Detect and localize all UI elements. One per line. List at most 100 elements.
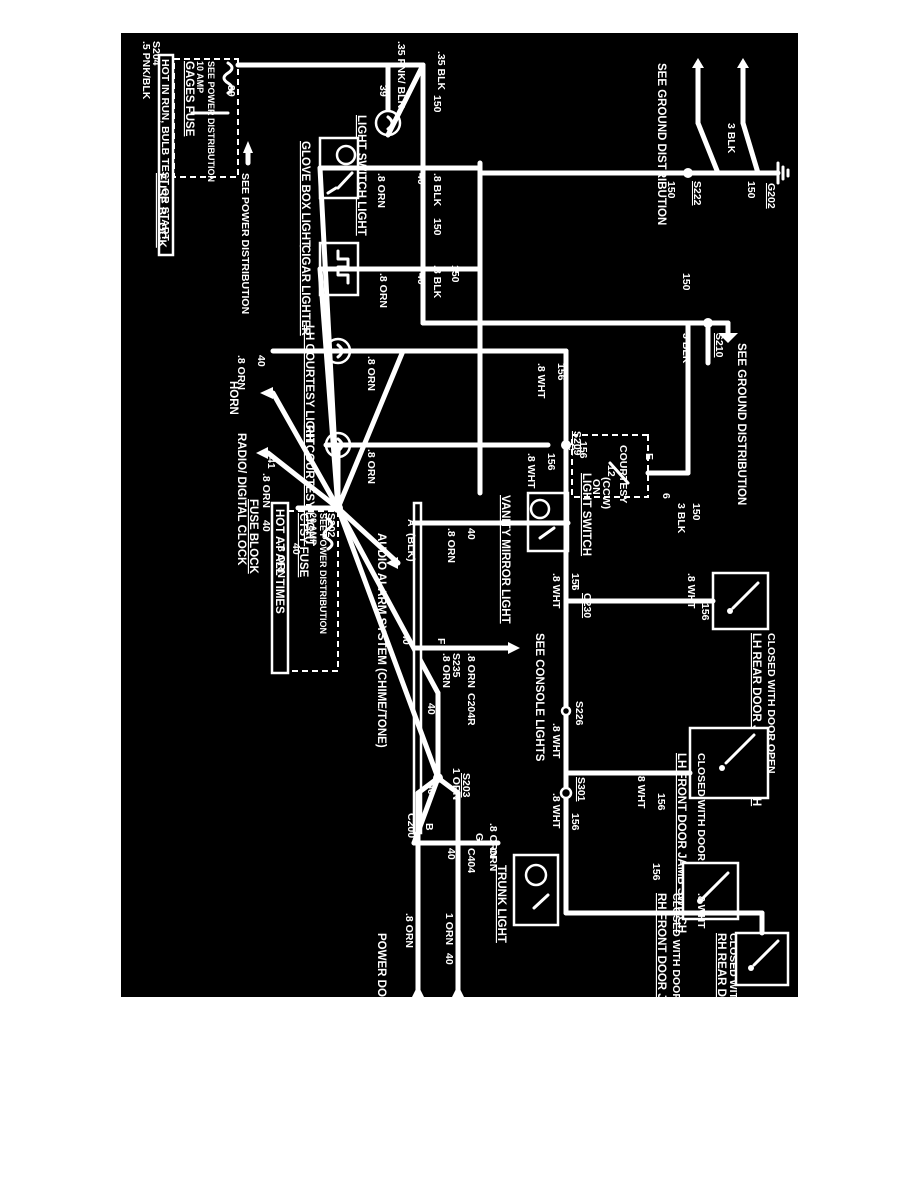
svg-text:A: A [405,519,417,527]
svg-text:T: T [569,583,581,590]
svg-text:C204: C204 [465,693,477,718]
svg-text:.8 ORN: .8 ORN [365,356,377,391]
cigar-lighter: CIGAR LIGHTER .8 ORN 40 [299,241,483,336]
svg-text:SEE POWER DISTRIBUTION: SEE POWER DISTRIBUTION [318,513,328,634]
svg-text:.8 WHT: .8 WHT [535,363,547,399]
svg-text:RH FRONT DOOR JAMB SWITCH: RH FRONT DOOR JAMB SWITCH [655,893,667,997]
svg-text:LIGHT SWITCH: LIGHT SWITCH [580,473,592,556]
svg-text:150: 150 [431,95,443,113]
console-lights-destination: F S235 .8 ORN SEE CONSOLE LIGHTS 40 [400,633,545,762]
svg-text:156: 156 [577,441,589,459]
splice-s222: S222 150 150 [477,168,766,206]
svg-text:.35 PNK/ BLK: .35 PNK/ BLK [395,41,407,109]
svg-text:156: 156 [650,863,662,881]
fuse-symbol-ctsy [322,517,334,551]
audio-alarm-destination: AUDIO ALARM SYSTEM (CHIME/TONE) .8 ORN 4… [275,533,398,748]
svg-text:F: F [435,638,447,645]
ground-g202: G202 3 BLK SEE GROUND DISTRIBUTION [655,58,790,225]
radio-clock-destination: RADIO/ DIGITAL CLOCK 41 [235,433,277,566]
horn-destination: HORN [227,381,273,415]
svg-text:SEE POWER DISTRIBUTION: SEE POWER DISTRIBUTION [239,173,251,314]
svg-text:CTSY FUSE: CTSY FUSE [297,513,309,578]
svg-text:6: 6 [660,493,672,499]
svg-text:.8 ORN: .8 ORN [403,913,415,948]
svg-text:TRUNK LIGHT: TRUNK LIGHT [495,865,507,943]
svg-text:G202: G202 [765,183,777,209]
svg-text:G: G [473,833,485,841]
svg-text:.8 WHT: .8 WHT [685,573,697,609]
svg-text:150: 150 [680,273,692,291]
svg-text:150: 150 [431,218,443,236]
svg-text:B: B [423,823,435,831]
rh-front-door-jamb-switch: RH FRONT DOOR JAMB SWITCH CLOSED WITH DO… [650,861,740,997]
svg-text:R: R [465,718,477,726]
rh-rear-door-jamb-switch: RH REAR DOOR JAMB SWITCH CLOSED WITH DOO… [675,893,790,997]
svg-text:CIGAR LIGHTER: CIGAR LIGHTER [299,245,311,336]
gages-fuse-block: GAGES FUSE 10 AMP SEE POWER DISTRIBUTION… [155,58,239,248]
svg-text:156: 156 [569,813,581,831]
svg-text:RH REAR DOOR JAMB SWITCH: RH REAR DOOR JAMB SWITCH [715,933,727,997]
svg-text:C200: C200 [405,813,417,838]
glove-box-light: GLOVE BOX LIGHT .8 ORN 40 [299,136,483,247]
svg-text:POWER DOOR LOCKS: POWER DOOR LOCKS [375,933,387,997]
svg-text:(BLK): (BLK) [405,533,417,562]
svg-text:CLOSED WITH DOOR OPEN: CLOSED WITH DOOR OPEN [670,893,682,997]
svg-text:.8 ORN: .8 ORN [440,653,452,688]
ground-bus-150: .35 BLK 150 .8 BLK 150 .8 BLK 150 [385,51,483,496]
svg-text:150: 150 [665,181,677,199]
svg-text:.8 WHT: .8 WHT [635,773,647,809]
splice-s203: S203 G [411,773,485,996]
svg-text:S226: S226 [573,701,585,726]
svg-text:40: 40 [260,520,272,532]
svg-text:.8 ORN: .8 ORN [377,273,389,308]
svg-text:150: 150 [745,181,757,199]
svg-text:10 AMP: 10 AMP [195,61,205,93]
svg-text:.8 ORN: .8 ORN [487,823,499,858]
splice-s202: S202 40 .8 ORN [260,165,441,696]
svg-text:.8 ORN: .8 ORN [445,528,457,563]
svg-text:.8 ORN: .8 ORN [275,543,287,578]
svg-text:40: 40 [443,953,455,965]
svg-text:3 BLK: 3 BLK [675,503,687,534]
svg-text:150: 150 [690,503,702,521]
svg-text:C230: C230 [581,593,593,618]
svg-text:40: 40 [415,173,427,185]
trunk-light: TRUNK LIGHT C404 40 .8 ORN ORN [411,823,560,943]
svg-text:FUSE BLOCK: FUSE BLOCK [247,499,259,574]
svg-text:3 BLK: 3 BLK [725,123,737,154]
svg-text:(CCW): (CCW) [600,477,612,509]
vanity-mirror-light: VANITY MIRROR LIGHT 40 .8 ORN [411,491,571,624]
svg-text:CLOSED WITH DOOR OPEN: CLOSED WITH DOOR OPEN [695,753,707,894]
svg-text:.35 BLK: .35 BLK [435,51,447,91]
lh-courtesy-light: LH COURTESY LIGHT .8 ORN 40 .8 ORN [235,325,406,445]
svg-text:RADIO/ DIGITAL CLOCK: RADIO/ DIGITAL CLOCK [235,433,247,566]
svg-text:.8 WHT: .8 WHT [550,793,562,829]
svg-text:S301: S301 [575,777,587,802]
svg-text:41: 41 [265,457,277,469]
svg-text:HOT AT ALL TIMES: HOT AT ALL TIMES [273,509,285,614]
svg-text:156: 156 [655,793,667,811]
svg-text:S210: S210 [713,333,725,358]
svg-text:40: 40 [425,703,437,715]
power-door-locks-destination: POWER DOOR LOCKS 1 ORN .8 ORN 40 [375,913,464,997]
ground-s210-destination: SEE GROUND DISTRIBUTION [718,320,747,505]
svg-text:C404: C404 [465,848,477,873]
wiring-diagram: HOT IN RUN, BULB TEST OR START GAGES FUS… [140,41,790,997]
svg-text:1 ORN: 1 ORN [443,913,455,945]
svg-text:S203: S203 [460,773,472,798]
svg-text:HORN: HORN [227,381,239,415]
svg-text:GAGES FUSE: GAGES FUSE [183,61,195,137]
svg-text:S235: S235 [450,653,462,678]
svg-text:20 AMP: 20 AMP [308,513,318,545]
svg-text:AUDIO ALARM SYSTEM (CHIME/TONE: AUDIO ALARM SYSTEM (CHIME/TONE) [375,533,387,748]
svg-text:ORN: ORN [487,848,499,871]
svg-text:C: C [565,443,577,451]
svg-text:3 BLK: 3 BLK [680,333,692,364]
main-orn-trunk: .8 ORN 40 C204 R 1 ORN 40 [335,505,477,800]
svg-text:E: E [643,453,655,460]
svg-text:.8 WHT: .8 WHT [525,453,537,489]
svg-text:39: 39 [225,85,237,97]
svg-text:SEE GROUND DISTRIBUTION: SEE GROUND DISTRIBUTION [735,343,747,505]
lh-front-door-jamb-switch: LH FRONT DOOR JAMB SWITCH CLOSED WITH DO… [563,726,770,933]
svg-text:S209: S209 [571,431,583,456]
